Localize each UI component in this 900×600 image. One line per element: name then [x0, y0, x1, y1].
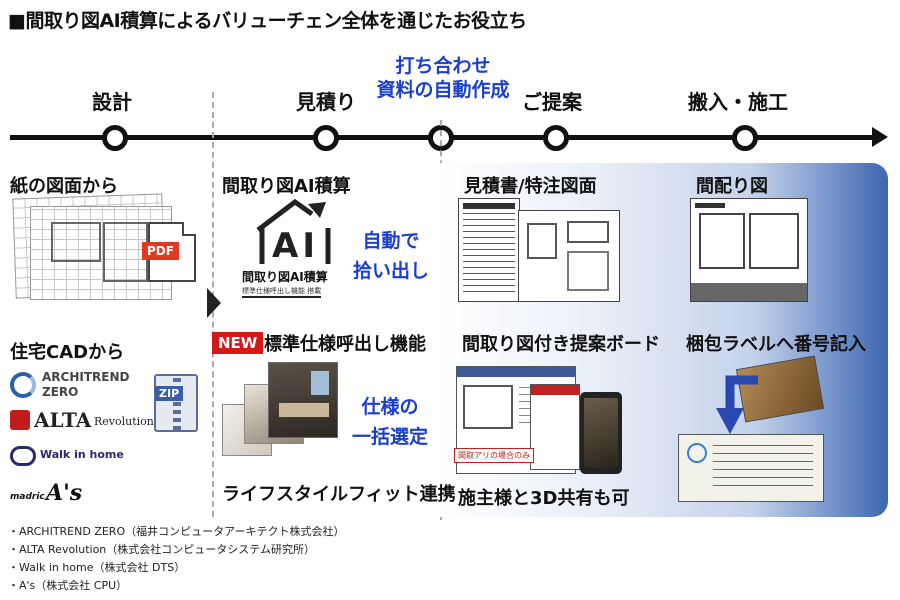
stage-proposal: ご提案 [522, 90, 582, 114]
architrend-logo-line2: ZERO [42, 385, 79, 399]
footnote-3: ・Walk in home（株式会社 DTS） [8, 561, 186, 574]
as-logo-madric: madric [10, 492, 45, 502]
ai-product-sub: 標準仕様呼出し機能 搭載 [242, 286, 322, 298]
ai-logo-text: AI [272, 226, 319, 266]
spec-line1: 仕様の [361, 396, 419, 418]
lifestyle-link-label: ライフスタイルフィット連携 [222, 484, 456, 505]
timeline-arrow [872, 127, 888, 147]
paper-label: 紙の図面から [10, 176, 118, 197]
ai-product-logo: AI 間取り図AI積算 標準仕様呼出し機能 搭載 [242, 196, 340, 306]
alta-logo-text: ALTA [34, 408, 92, 432]
custom-drawing-sheet [518, 210, 620, 302]
alta-logo: ALTA Revolution [10, 408, 154, 434]
as-logo-text: A's [46, 480, 83, 506]
estimate-doc-label: 見積書/特注図面 [464, 176, 597, 197]
footnote-1: ・ARCHITREND ZERO（福井コンピュータアーキテクト株式会社） [8, 525, 345, 538]
interior-photo-3 [268, 362, 338, 438]
floorplan-only-note: 間取アリの場合のみ [454, 448, 534, 463]
architrend-logo: ARCHITREND ZERO [10, 368, 130, 402]
proposal-board-label: 間取り図付き提案ボード [462, 334, 660, 355]
floorplan-sheet [690, 198, 808, 302]
stage-construction: 搬入・施工 [688, 90, 788, 114]
footnote-4: ・A's（株式会社 CPU） [8, 579, 128, 592]
spec-line2: 一括選定 [351, 426, 428, 448]
cad-label: 住宅CADから [10, 342, 125, 363]
stage-estimate: 見積り [296, 90, 356, 114]
stage-meeting: 打ち合わせ 資料の自動作成 [368, 54, 518, 102]
zip-file-icon [154, 374, 198, 432]
down-arrow-icon [716, 375, 758, 434]
timeline-node-construction [732, 125, 758, 151]
alta-logo-sub: Revolution [94, 415, 154, 428]
pdf-badge: PDF [142, 242, 179, 260]
auto-extract-callout: 自動で 拾い出し [350, 226, 432, 286]
spec-panel [530, 384, 580, 470]
share-3d-label: 施主様と3D共有も可 [458, 488, 630, 509]
footnote-2: ・ALTA Revolution（株式会社コンピュータシステム研究所） [8, 543, 315, 556]
as-logo: madric A's [10, 480, 100, 514]
new-badge: NEW [212, 332, 264, 354]
package-label-tag [678, 434, 824, 502]
walk-in-home-logo: Walk in home [10, 444, 124, 470]
walk-in-home-logo-text: Walk in home [40, 448, 124, 461]
stage-meeting-line2: 資料の自動作成 [376, 79, 510, 101]
timeline-node-design [102, 125, 128, 151]
flow-chevron [207, 288, 221, 318]
house-arrow-icon [256, 198, 331, 264]
ai-estimate-label: 間取り図AI積算 [222, 176, 351, 197]
page-title: ■間取り図AI積算によるバリューチェン全体を通じたお役立ち [8, 10, 527, 32]
phone-3d-view [580, 392, 622, 474]
estimate-sheet [458, 198, 520, 302]
spec-select-callout: 仕様の 一括選定 [344, 392, 436, 452]
timeline-node-estimate [313, 125, 339, 151]
ai-product-name: 間取り図AI積算 [242, 270, 328, 284]
floorplan-label: 間配り図 [696, 176, 768, 197]
package-label-text: 梱包ラベルへ番号記入 [686, 334, 866, 355]
architrend-logo-line1: ARCHITREND [42, 370, 130, 384]
stage-meeting-line1: 打ち合わせ [395, 55, 491, 77]
standard-spec-label: 標準仕様呼出し機能 [264, 334, 426, 355]
timeline-node-proposal [543, 125, 569, 151]
stage-design: 設計 [92, 90, 132, 114]
auto-line1: 自動で [362, 230, 420, 252]
zip-badge: ZIP [155, 386, 184, 401]
auto-line2: 拾い出し [352, 260, 429, 282]
